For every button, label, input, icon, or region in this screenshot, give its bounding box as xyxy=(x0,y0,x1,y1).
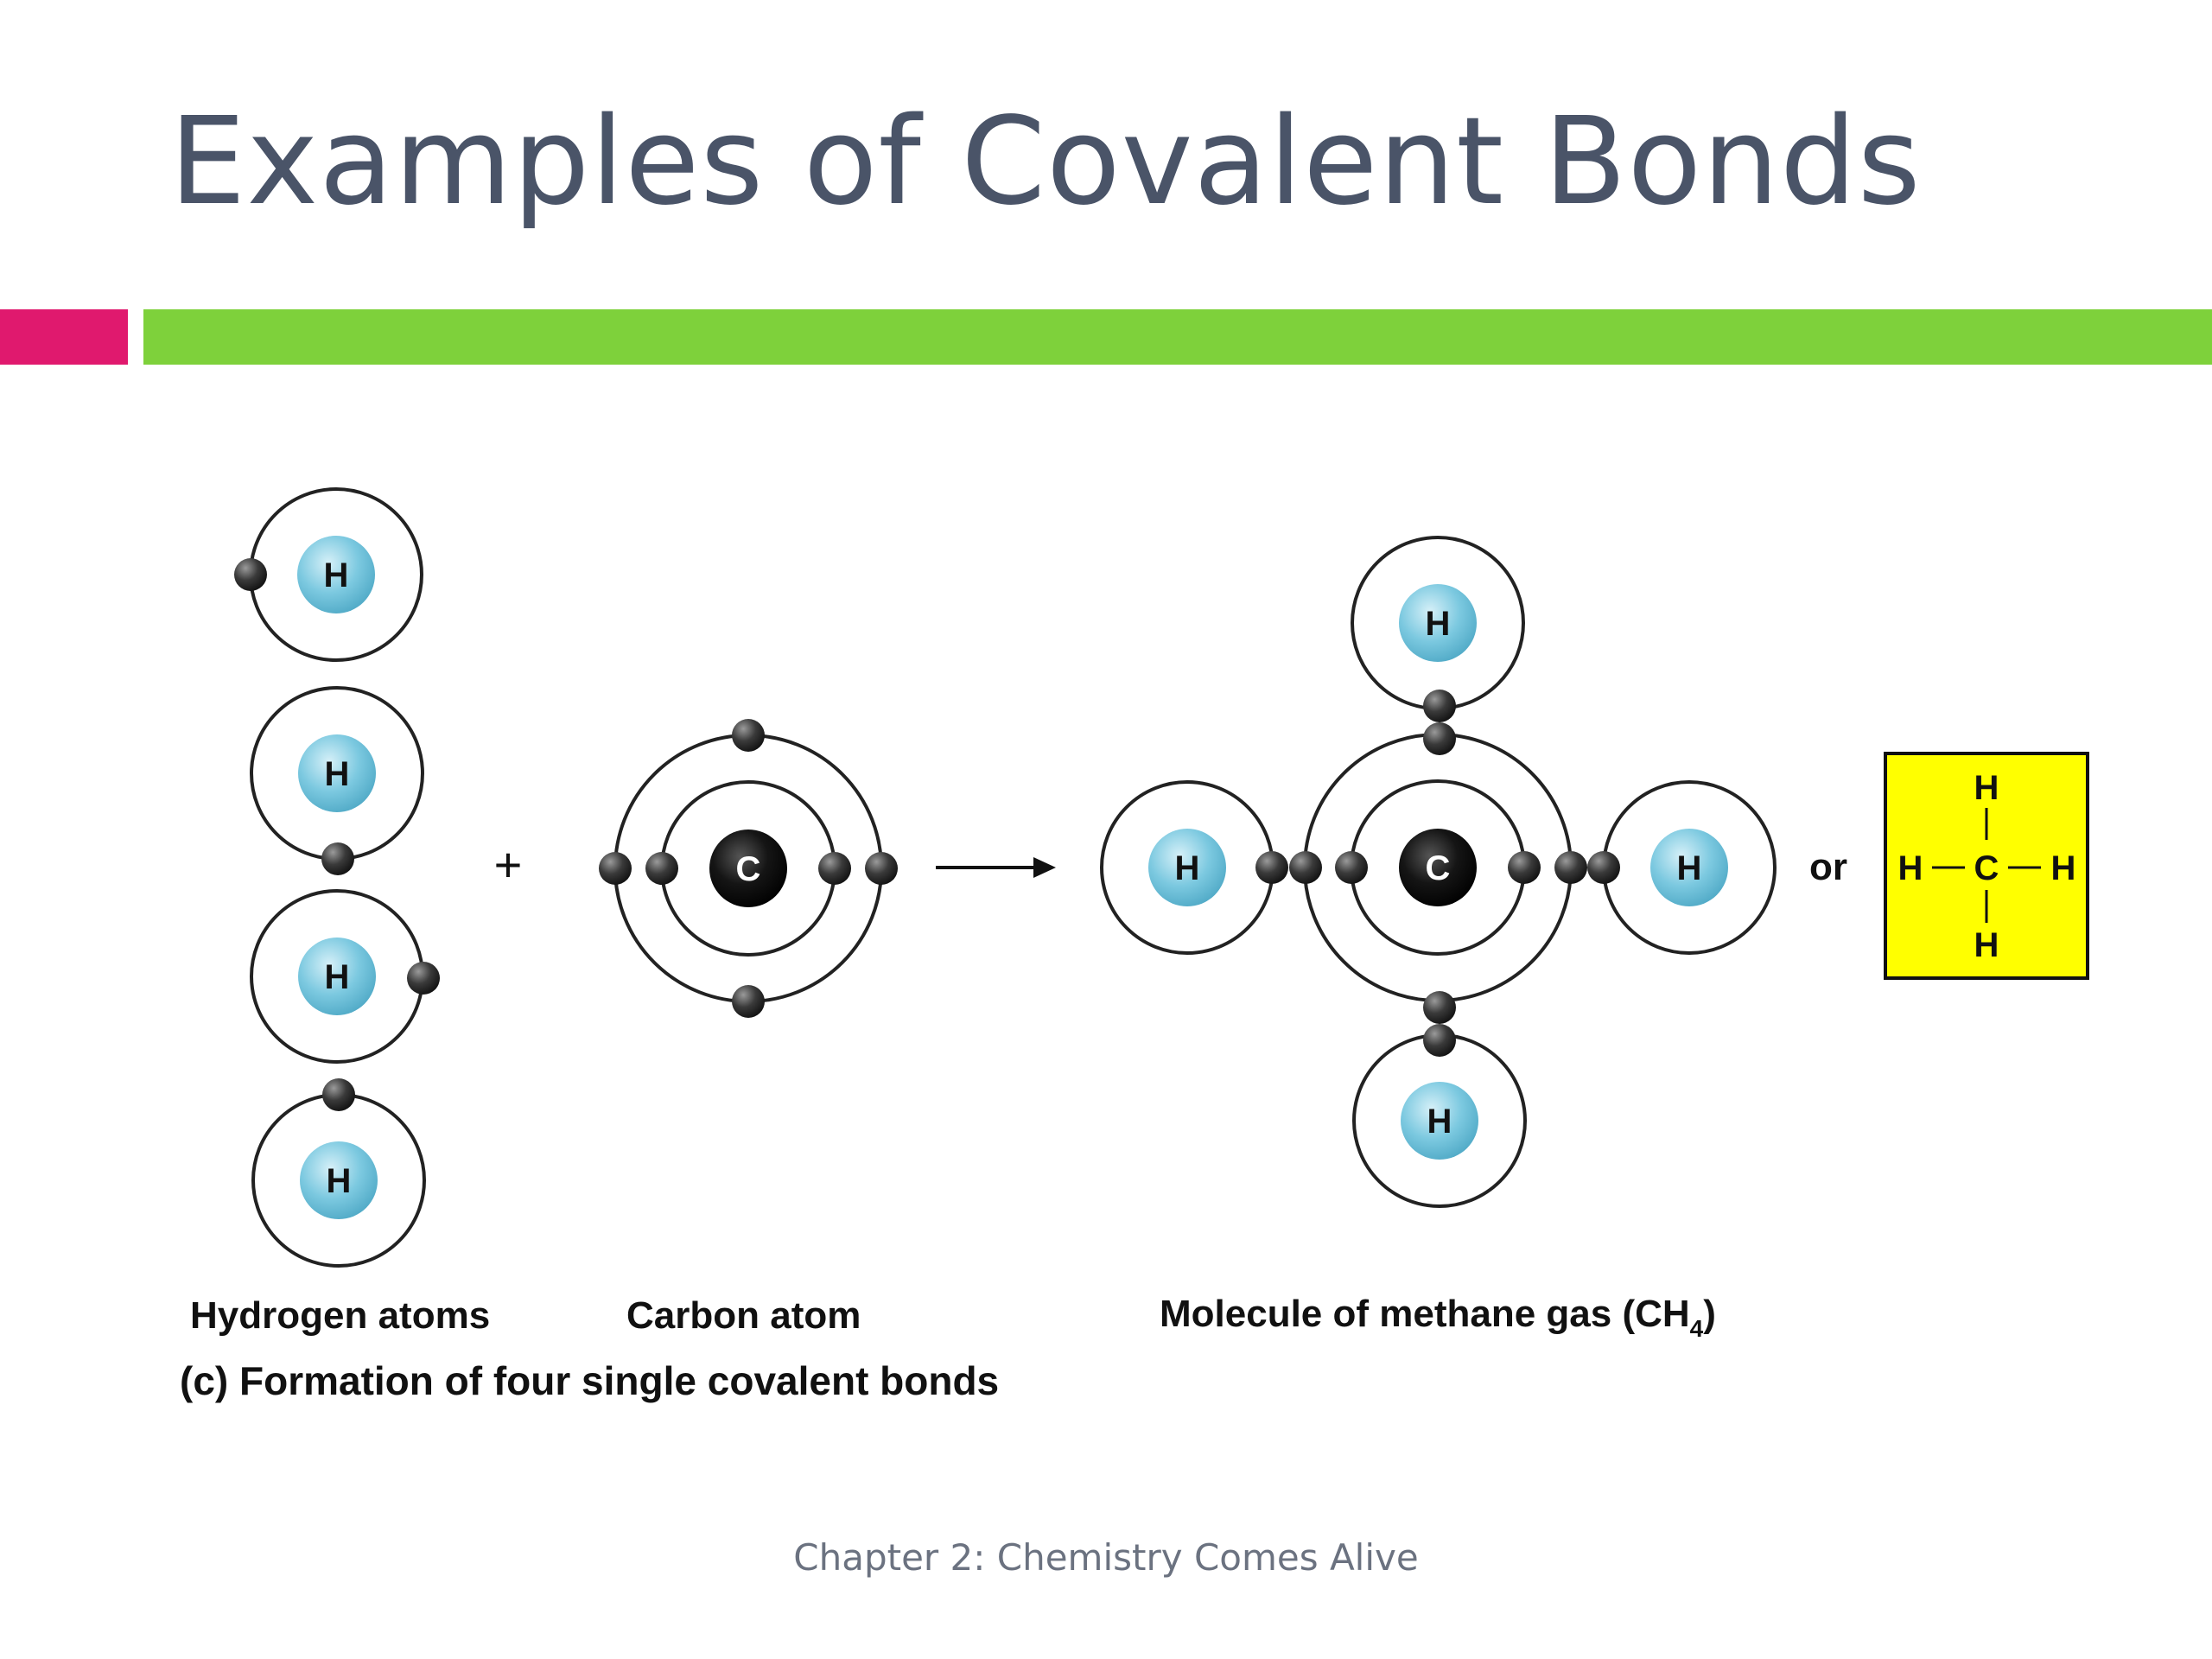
electron xyxy=(645,852,678,885)
electron xyxy=(1423,1024,1456,1057)
formula-right-h: H xyxy=(2051,849,2076,887)
hydrogen-atom-2: H xyxy=(250,686,424,875)
electron xyxy=(1255,851,1288,884)
electron xyxy=(599,852,632,885)
hydrogen-symbol: H xyxy=(1427,1103,1452,1141)
structural-formula-box xyxy=(1884,752,2089,980)
methane-label-prefix: Molecule of methane gas (CH xyxy=(1160,1293,1690,1335)
carbon-symbol: C xyxy=(736,850,761,888)
hydrogen-symbol: H xyxy=(1175,849,1200,887)
electron xyxy=(1423,690,1456,722)
electron xyxy=(732,985,765,1018)
carbon-atom: C xyxy=(599,719,898,1018)
hydrogen-atom-3: H xyxy=(250,889,440,1064)
slide-title: Examples of Covalent Bonds xyxy=(169,92,1922,232)
hydrogen-atom-1: H xyxy=(234,487,423,662)
reaction-arrow xyxy=(936,857,1056,878)
hydrogen-symbol: H xyxy=(325,958,350,996)
carbon-symbol: C xyxy=(1426,849,1451,887)
footer-text: Chapter 2: Chemistry Comes Alive xyxy=(793,1536,1419,1579)
methane-molecule: C H H H H xyxy=(1100,536,1777,1208)
electron xyxy=(1554,851,1587,884)
accent-bar-pink xyxy=(0,309,128,365)
electron xyxy=(321,842,354,875)
label-hydrogen-atoms: Hydrogen atoms xyxy=(190,1294,490,1337)
methane-label-subscript: 4 xyxy=(1690,1315,1704,1342)
formula-top-h: H xyxy=(1974,769,1999,807)
structural-formula: H H C H H xyxy=(1884,752,2089,980)
electron xyxy=(1335,851,1368,884)
hydrogen-symbol: H xyxy=(1677,849,1702,887)
hydrogen-symbol: H xyxy=(1426,605,1451,643)
formula-left-h: H xyxy=(1898,849,1923,887)
electron xyxy=(322,1078,355,1111)
electron xyxy=(1289,851,1322,884)
electron xyxy=(1423,722,1456,755)
electron xyxy=(234,558,267,591)
label-methane-molecule: Molecule of methane gas (CH4) xyxy=(1160,1293,1716,1342)
electron xyxy=(732,719,765,752)
figure-caption: (c) Formation of four single covalent bo… xyxy=(180,1358,999,1403)
methane-label-suffix: ) xyxy=(1703,1293,1716,1335)
hydrogen-symbol: H xyxy=(325,755,350,793)
electron xyxy=(1423,991,1456,1024)
hydrogen-symbol: H xyxy=(324,556,349,594)
electron xyxy=(1508,851,1541,884)
plus-sign: + xyxy=(494,837,523,892)
or-text: or xyxy=(1809,846,1847,888)
electron xyxy=(407,962,440,995)
formula-center-c: C xyxy=(1974,849,1999,887)
label-carbon-atom: Carbon atom xyxy=(626,1294,861,1337)
hydrogen-atom-4: H xyxy=(251,1078,426,1268)
accent-bar-green xyxy=(143,309,2212,365)
electron xyxy=(818,852,851,885)
electron xyxy=(1587,851,1620,884)
hydrogen-symbol: H xyxy=(327,1162,352,1200)
electron xyxy=(865,852,898,885)
formula-bottom-h: H xyxy=(1974,926,1999,964)
